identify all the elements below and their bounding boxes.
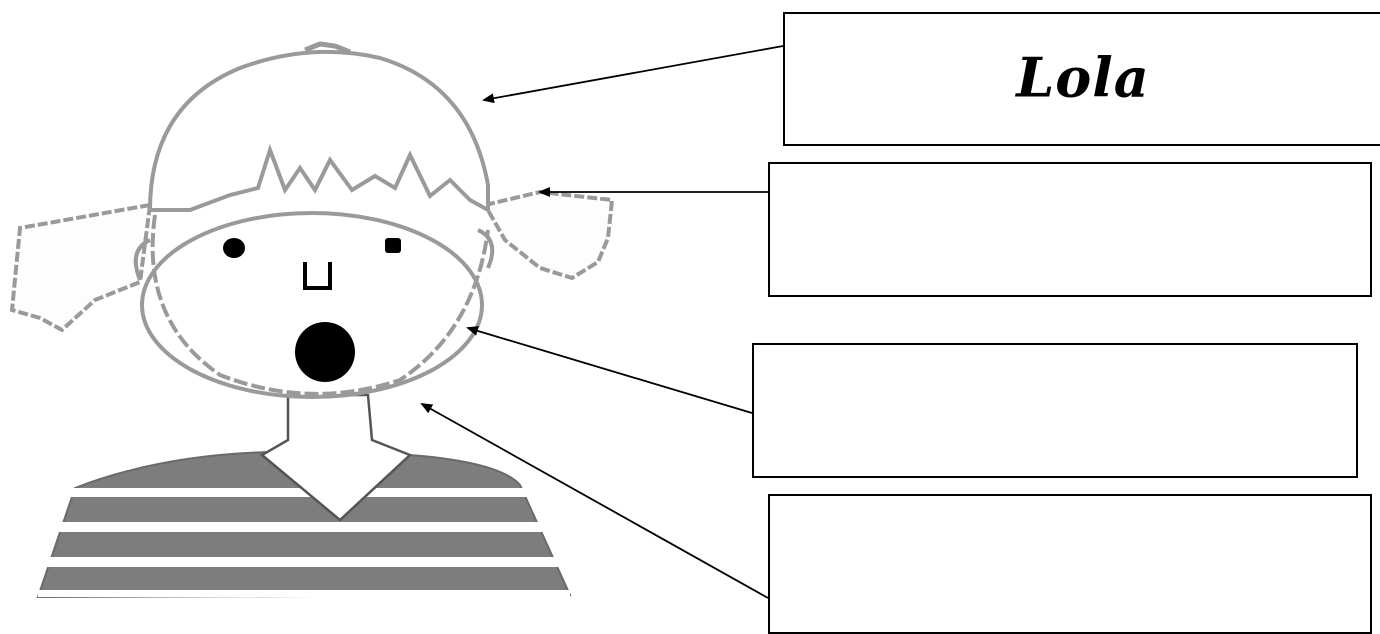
- right-ear: [477, 228, 495, 269]
- left-pigtail: [9, 202, 153, 333]
- label-box-face[interactable]: [752, 343, 1358, 478]
- label-text: Lola: [1016, 45, 1150, 110]
- mouth: [295, 322, 355, 382]
- arrow-to-face: [466, 326, 753, 414]
- shirt-stripe: [50, 488, 555, 497]
- label-box-neck[interactable]: [768, 494, 1372, 634]
- nose: [303, 262, 332, 290]
- shirt-stripe: [40, 557, 565, 567]
- right-eye: [385, 238, 401, 253]
- neck: [259, 393, 413, 522]
- shirt-stripe: [38, 590, 570, 597]
- right-pigtail: [481, 189, 615, 281]
- left-eye: [223, 238, 245, 258]
- hair: [147, 49, 490, 214]
- shirt-stripe: [45, 522, 560, 532]
- face-outline: [150, 214, 490, 396]
- label-box-ear[interactable]: [768, 162, 1372, 297]
- arrow-to-neck: [420, 403, 769, 599]
- left-ear: [133, 238, 151, 281]
- hair-tuft: [304, 41, 351, 55]
- label-box-hair[interactable]: Lola: [783, 12, 1380, 146]
- arrow-to-hair: [482, 45, 784, 104]
- face: [140, 211, 484, 399]
